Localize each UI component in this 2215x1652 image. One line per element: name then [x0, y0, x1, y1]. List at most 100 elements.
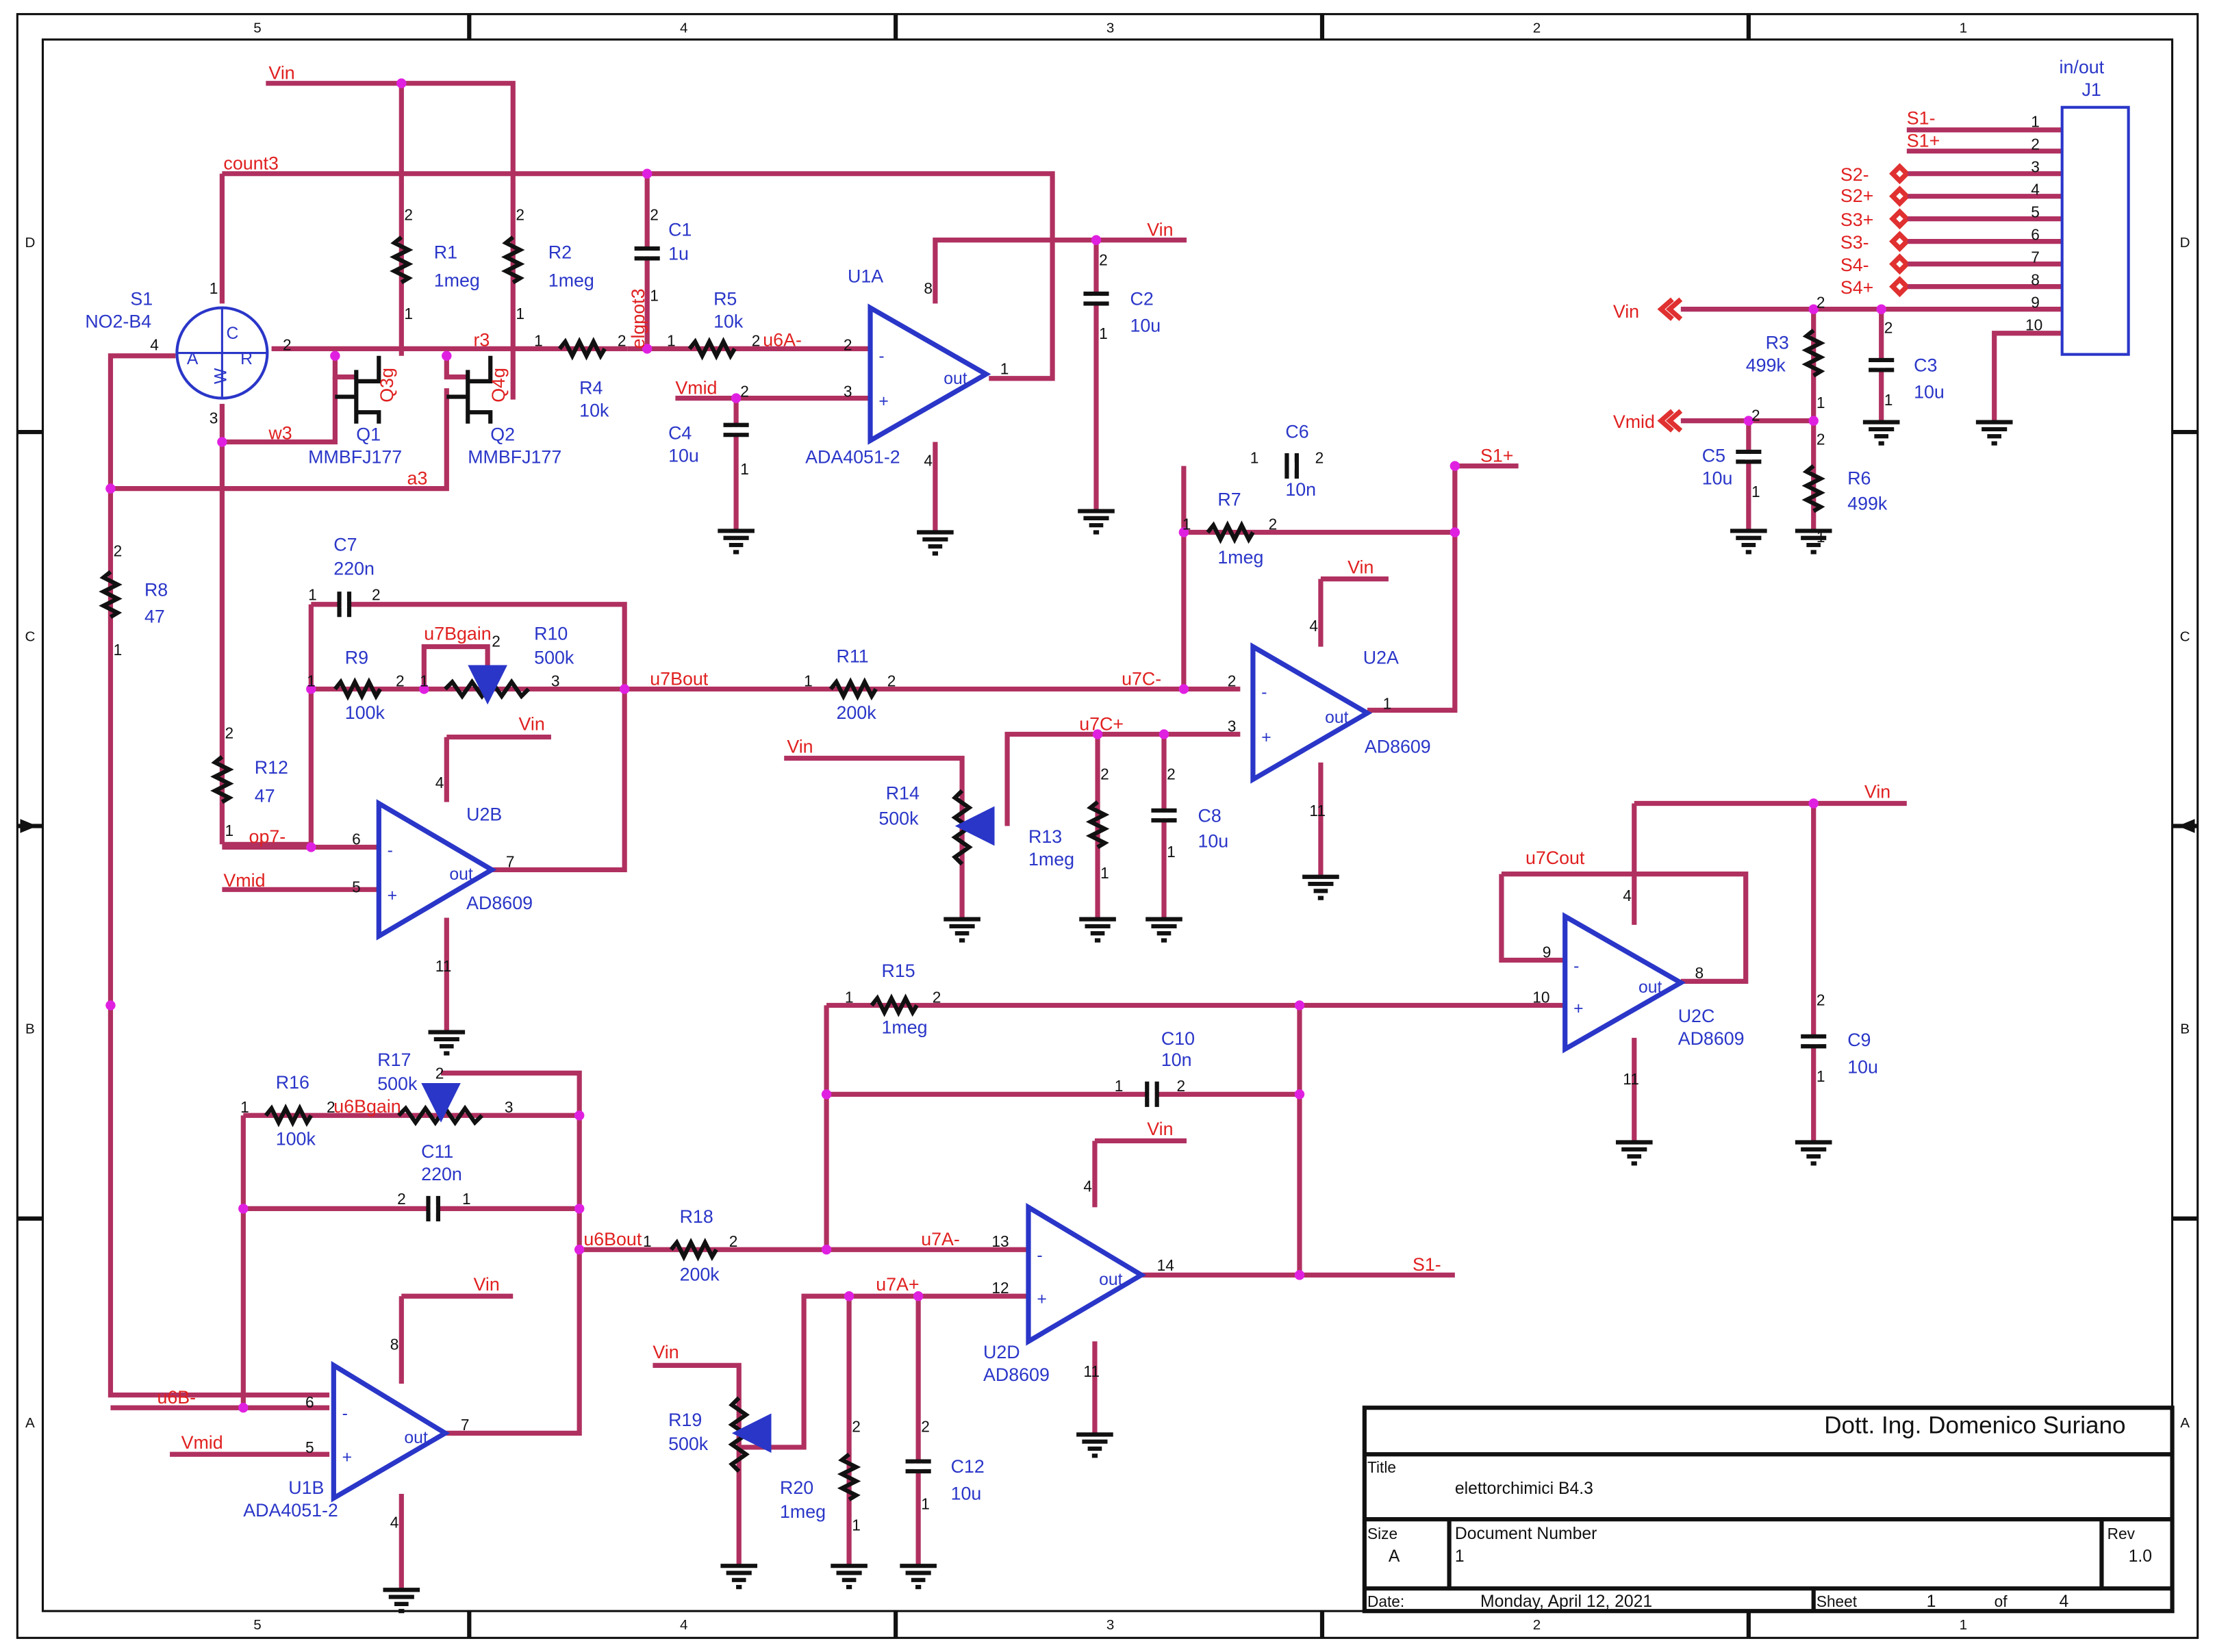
connector-J1: [1657, 105, 2130, 433]
C7-value: 220n: [333, 558, 375, 579]
R18-pin-1: 1: [643, 1232, 652, 1250]
opamp-symbols: [331, 303, 1686, 1503]
J1-pin-6: 6: [2031, 226, 2040, 244]
C12-value: 10u: [951, 1483, 982, 1503]
Q1-symbol: [335, 355, 381, 424]
gnd-15: [1076, 1432, 1113, 1458]
U2D-out: out: [1099, 1271, 1123, 1289]
U2A-pin-4: 4: [1309, 617, 1318, 635]
net-labels: Vin count3 r3 w3 a3 Q3g Q4g elgpot3 u6A-…: [157, 62, 1940, 1453]
R6-pin-2: 2: [1817, 431, 1825, 448]
R5-ref: R5: [713, 288, 737, 309]
U2B-value: AD8609: [466, 893, 533, 913]
U2D-pin-14: 14: [1157, 1256, 1174, 1274]
R10-ref: R10: [534, 623, 568, 644]
C7-ref: C7: [333, 534, 357, 555]
R1-value: 1meg: [434, 270, 480, 291]
sensor-pin-a: A: [187, 350, 199, 368]
C1-pin-2: 2: [650, 206, 659, 224]
sheets-total: 4: [2060, 1592, 2069, 1611]
sensor-pin-c: C: [227, 325, 239, 343]
net-u7bgain: u7Bgain: [424, 623, 491, 644]
R1-ref: R1: [434, 242, 457, 262]
R6-value: 499k: [1847, 494, 1888, 514]
R17-ref: R17: [377, 1050, 411, 1070]
R15-value: 1meg: [882, 1017, 928, 1038]
gnd-3: [1078, 509, 1115, 535]
C4-pin-2: 2: [740, 383, 749, 401]
net-s1-minus: S1-: [1413, 1254, 1441, 1275]
R11-pin-2: 2: [887, 672, 896, 689]
net-u7bout: u7Bout: [650, 668, 708, 689]
U2C-plus: +: [1573, 1000, 1583, 1018]
U2B-pin-5: 5: [352, 878, 361, 895]
R1-symbol: [390, 236, 414, 285]
R19-ref: R19: [668, 1410, 702, 1430]
net-elgpot3: elgpot3: [628, 288, 648, 348]
J1-pin-7: 7: [2031, 249, 2040, 266]
C9-pin-1: 1: [1817, 1067, 1825, 1085]
R7-ref: R7: [1217, 489, 1241, 509]
U1A-pin-4: 4: [924, 452, 933, 470]
size-label: Size: [1367, 1525, 1397, 1542]
net-vin-3: Vin: [1347, 557, 1374, 577]
C4-pin-1: 1: [740, 460, 749, 478]
C6-pin-1: 1: [1250, 448, 1259, 466]
R20-pin-1: 1: [852, 1516, 861, 1534]
docnum-value: 1: [1455, 1547, 1465, 1566]
R16-value: 100k: [276, 1129, 316, 1149]
R6-symbol: [1801, 464, 1825, 513]
R20-value: 1meg: [780, 1501, 826, 1522]
title-block: Dott. Ing. Domenico Suriano Title eletto…: [1362, 1406, 2175, 1614]
R3-symbol: [1801, 329, 1825, 378]
C10-symbol: [1145, 1081, 1159, 1107]
U1A-pin-8: 8: [924, 279, 933, 297]
C11-symbol: [426, 1195, 441, 1221]
C5-ref: C5: [1702, 445, 1725, 466]
R2-pin-1: 1: [516, 305, 524, 322]
C7-pin-2: 2: [372, 586, 381, 604]
R9-pin-2: 2: [396, 672, 405, 689]
U2A-symbol: [1250, 642, 1373, 784]
U2D-symbol: [1026, 1202, 1147, 1346]
net-u6b-minus: u6B-: [157, 1387, 197, 1408]
C2-symbol: [1083, 291, 1109, 306]
R20-ref: R20: [780, 1477, 813, 1498]
R11-pin-1: 1: [804, 672, 813, 689]
C10-value: 10n: [1161, 1050, 1192, 1070]
C7-pin-1: 1: [308, 586, 317, 604]
R13-symbol: [1085, 800, 1110, 850]
U2C-out: out: [1638, 978, 1662, 997]
U2D-value: AD8609: [983, 1364, 1050, 1385]
U1B-plus: +: [342, 1449, 352, 1467]
U1A-pin-3: 3: [844, 383, 852, 401]
net-u7a-plus: u7A+: [876, 1274, 919, 1295]
J1-pin-3: 3: [2031, 158, 2040, 176]
gnd-5: [1975, 420, 2013, 446]
R11-ref: R11: [837, 646, 869, 666]
Q2-symbol: [446, 355, 493, 424]
net-vin-2: Vin: [1147, 219, 1173, 240]
net-vin-9: Vin: [473, 1274, 499, 1295]
zone-top-5: 5: [253, 20, 261, 36]
opamp-internal-labels: out - + out - + out - + out - + out - + …: [342, 347, 1662, 1467]
U2C-minus: -: [1573, 957, 1579, 976]
rev-label: Rev: [2108, 1525, 2136, 1542]
junction-dots: [105, 78, 1886, 1413]
C9-value: 10u: [1847, 1056, 1878, 1077]
gnd-12: [428, 1030, 466, 1056]
net-j1-vmid: Vmid: [1613, 411, 1655, 432]
R7-symbol: [1206, 520, 1255, 544]
C4-symbol: [723, 422, 749, 437]
U1A-pin-1: 1: [1000, 360, 1009, 378]
U2D-pin-4: 4: [1083, 1178, 1092, 1195]
R15-pin-1: 1: [845, 988, 854, 1006]
R15-pin-2: 2: [933, 988, 941, 1006]
C8-symbol: [1151, 808, 1177, 823]
U2D-minus: -: [1037, 1247, 1042, 1265]
U2B-symbol: [376, 799, 497, 941]
R8-pin-2: 2: [114, 542, 123, 560]
R17-symbol: [396, 1104, 484, 1126]
C6-symbol: [1284, 453, 1299, 479]
net-u6bout: u6Bout: [583, 1229, 642, 1249]
